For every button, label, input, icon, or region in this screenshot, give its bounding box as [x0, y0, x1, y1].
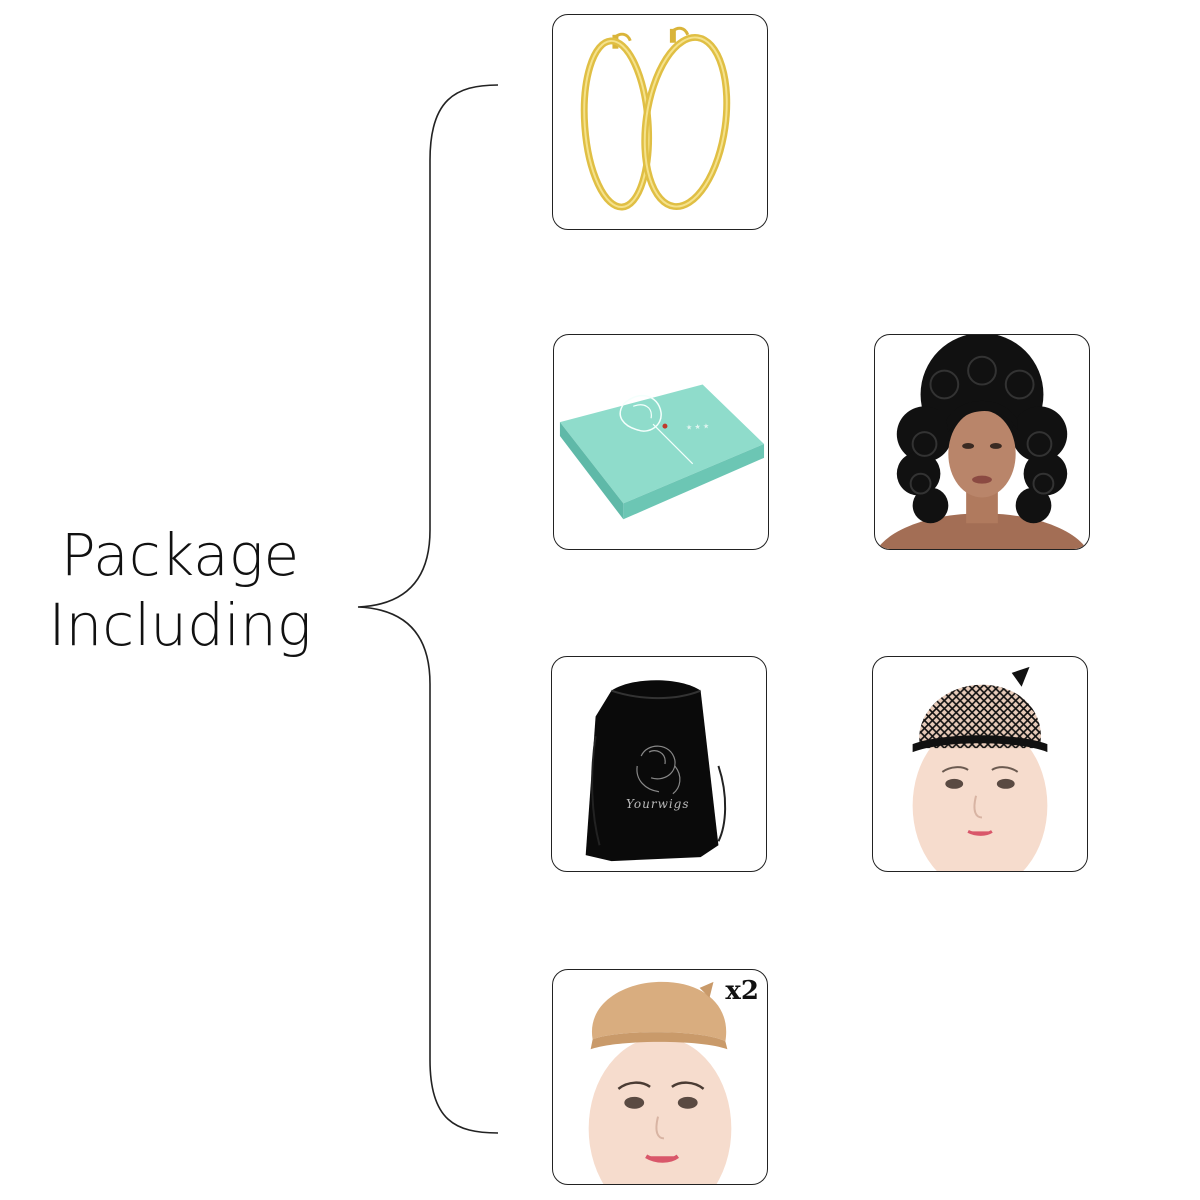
heading-line-2: Including	[48, 591, 312, 659]
black-wig-net-icon	[912, 666, 1048, 871]
curly-black-wig-icon	[877, 335, 1087, 549]
gift-box-tile: ★ ★ ★	[553, 334, 769, 550]
bag-brand-text: Yourwigs	[626, 797, 690, 811]
nude-wig-cap-icon	[588, 981, 732, 1184]
gold-hoop-earrings-icon	[580, 26, 731, 211]
wig-tile	[874, 334, 1090, 550]
teal-gift-box-icon	[559, 384, 765, 520]
heading-line-1: Package	[60, 521, 300, 589]
earrings-tile	[552, 14, 768, 230]
package-including-heading: Package Including	[40, 520, 320, 660]
box-brand-text-icon: ★ ★ ★	[685, 422, 710, 432]
wig-cap-tile: x2	[552, 969, 768, 1185]
quantity-badge: x2	[725, 976, 759, 1006]
wig-net-tile	[872, 656, 1088, 872]
bag-tile: Yourwigs	[551, 656, 767, 872]
black-drawstring-bag-icon	[585, 680, 727, 862]
